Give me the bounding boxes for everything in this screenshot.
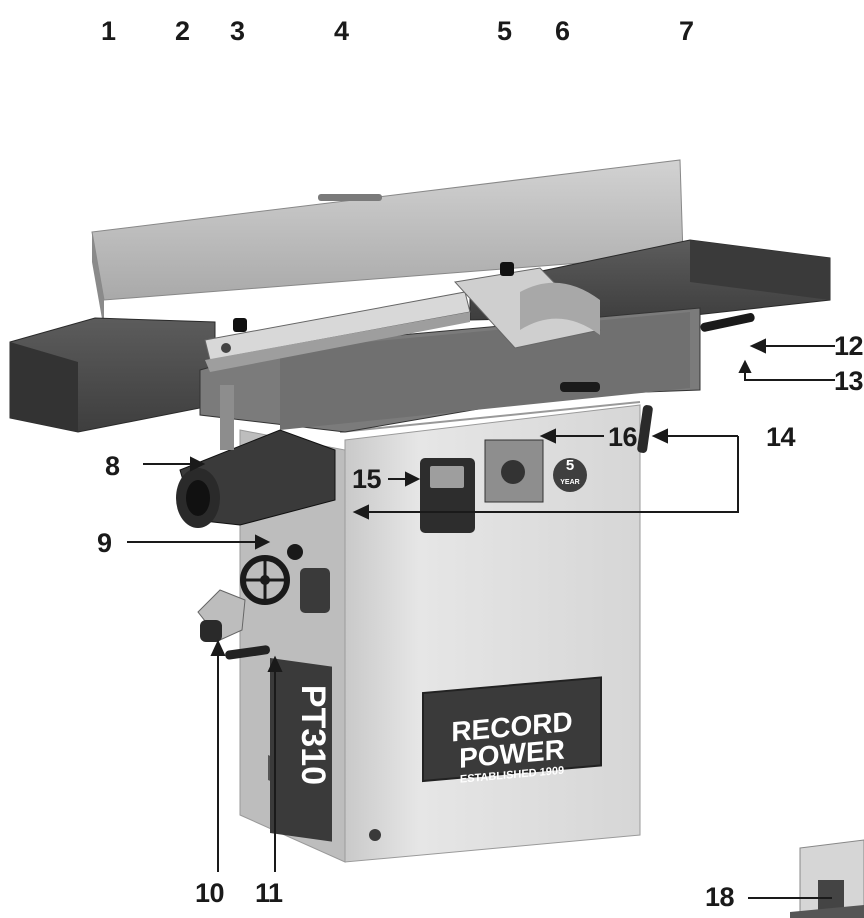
model-text: PT310: [294, 685, 332, 785]
dust-extraction-hood: [176, 385, 336, 528]
model-badge: PT310: [270, 657, 332, 842]
callout-6: 6: [555, 16, 570, 46]
callout-9: 9: [97, 528, 112, 558]
callout-12: 12: [834, 331, 864, 361]
inset-thumbnail: [790, 839, 864, 918]
callout-5: 5: [497, 16, 512, 46]
callout-10: 10: [195, 878, 225, 908]
callout-13: 13: [834, 366, 864, 396]
brand-panel: RECORD POWER ESTABLISHED 1909: [422, 676, 602, 786]
warranty-label: YEAR: [560, 479, 579, 486]
callout-15: 15: [352, 464, 382, 494]
cutter-guard: [204, 262, 601, 372]
warranty-badge: [553, 458, 587, 492]
callout-14: 14: [766, 422, 796, 452]
callout-4: 4: [334, 16, 349, 46]
callout-3: 3: [230, 16, 245, 46]
feed-selector: [197, 589, 246, 642]
callout-8: 8: [105, 451, 120, 481]
callout-18: 18: [705, 882, 735, 912]
callout-16: 16: [608, 422, 638, 452]
rise-fall-handwheel: [225, 544, 330, 660]
controls: 5 YEAR: [420, 439, 587, 533]
callout-2: 2: [175, 16, 190, 46]
callout-7: 7: [679, 16, 694, 46]
callout-11: 11: [255, 878, 283, 908]
warranty-number: 5: [566, 457, 574, 474]
leader-lines: [127, 338, 835, 899]
callout-1: 1: [101, 16, 116, 46]
table-levers: [637, 313, 755, 453]
